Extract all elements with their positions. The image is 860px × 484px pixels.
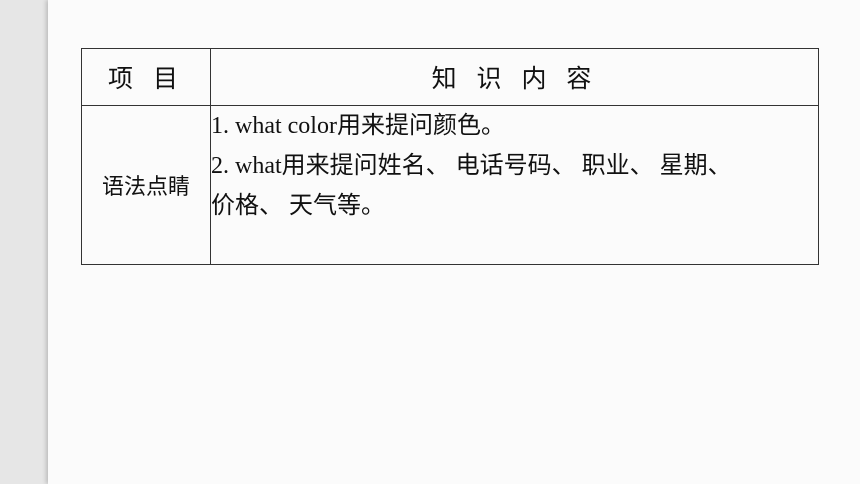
row-content: 1. what color用来提问颜色。 2. what用来提问姓名、 电话号码… bbox=[210, 105, 819, 265]
content-line-3: 价格、 天气等。 bbox=[211, 193, 385, 219]
table-header-row: 项 目 知 识 内 容 bbox=[81, 48, 819, 106]
header-item: 项 目 bbox=[81, 48, 211, 106]
table-row: 语法点睛 1. what color用来提问颜色。 2. what用来提问姓名、… bbox=[81, 105, 819, 265]
slide-page: 项 目 知 识 内 容 语法点睛 1. what color用来提问颜色。 2.… bbox=[48, 0, 860, 484]
row-item-label: 语法点睛 bbox=[81, 105, 211, 265]
knowledge-table: 项 目 知 识 内 容 语法点睛 1. what color用来提问颜色。 2.… bbox=[81, 48, 819, 265]
content-line-1: 1. what color用来提问颜色。 bbox=[211, 113, 505, 139]
header-content: 知 识 内 容 bbox=[210, 48, 819, 106]
content-line-2: 2. what用来提问姓名、 电话号码、 职业、 星期、 bbox=[211, 153, 732, 179]
